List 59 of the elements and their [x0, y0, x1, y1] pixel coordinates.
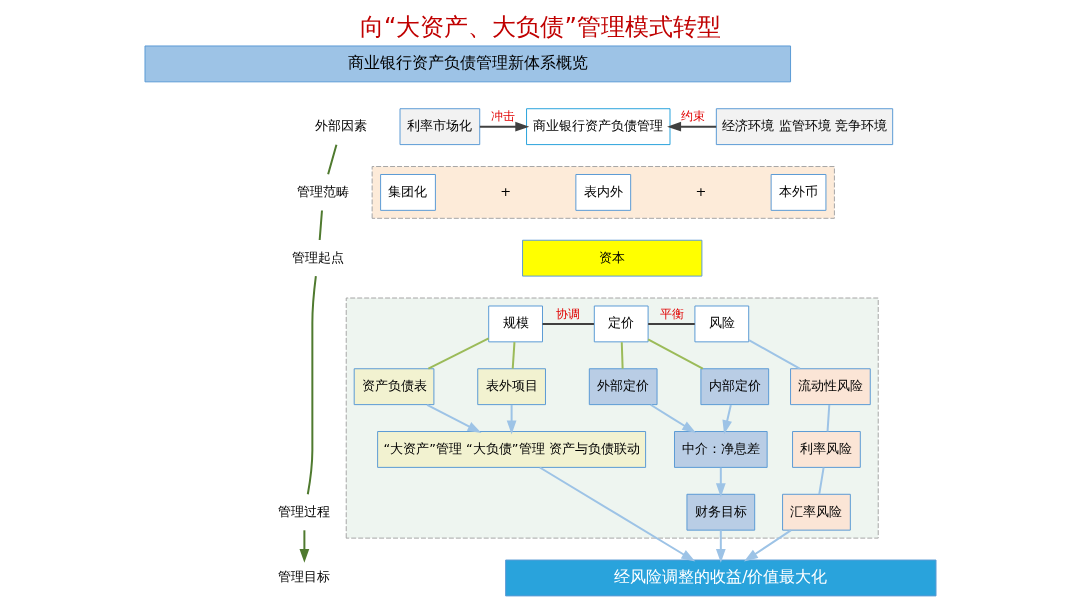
node-box: 风险 — [693, 305, 749, 343]
arrow — [666, 121, 717, 132]
node-box: 资产负债表 — [353, 368, 434, 406]
connector — [511, 341, 515, 370]
arrow — [506, 403, 516, 435]
node-box: 汇率风险 — [781, 493, 851, 531]
node-box: 商业银行资产负债管理新体系概览 — [144, 45, 791, 83]
arrow — [743, 529, 792, 562]
node-box: 经风险调整的收益/价值最大化 — [504, 559, 936, 597]
node-box: 经济环境 监管环境 竞争环境 — [715, 108, 893, 146]
node-box: 内部定价 — [699, 368, 769, 406]
cluster — [371, 166, 835, 219]
node-box: 定价 — [593, 305, 649, 343]
arrow — [538, 466, 695, 562]
node-box: 表外项目 — [476, 368, 546, 406]
arrow — [299, 529, 309, 563]
node-box: 规模 — [487, 305, 543, 343]
connector — [326, 143, 337, 176]
edge-label: 平衡 — [659, 306, 684, 321]
node-box: 利率风险 — [791, 431, 861, 468]
node-box: 商业银行资产负债管理 — [525, 108, 670, 146]
node-box: “大资产”管理 “大负债”管理 资产与负债联动 — [376, 431, 646, 468]
node-text: 管理过程 — [277, 503, 330, 519]
connector — [826, 403, 830, 433]
connector — [306, 275, 317, 496]
arrow — [478, 121, 529, 132]
node-box: 财务目标 — [685, 493, 755, 531]
connector — [646, 338, 704, 370]
node-box: 外部定价 — [588, 368, 658, 406]
node-box: 集团化 — [379, 174, 436, 211]
arrow — [649, 403, 696, 434]
node-box: 中介：净息差 — [673, 431, 768, 468]
node-text: 管理起点 — [291, 249, 344, 265]
node-text: 管理目标 — [277, 569, 330, 585]
edge-label: 冲击 — [490, 109, 515, 124]
node-box: 流动性风险 — [789, 368, 871, 406]
arrow — [721, 403, 732, 435]
connector — [747, 339, 801, 370]
label: + — [694, 183, 706, 199]
connector — [426, 337, 490, 370]
node-box: 资本 — [521, 239, 702, 277]
label: + — [499, 183, 511, 199]
node-box: 本外币 — [770, 174, 826, 211]
cluster — [345, 297, 879, 539]
connector — [817, 466, 825, 496]
arrow — [715, 466, 726, 498]
connector — [541, 322, 595, 325]
arrow — [715, 529, 726, 563]
diagram-title: 向“大资产、大负债”管理模式转型 — [359, 13, 721, 42]
edge-label: 协调 — [555, 306, 580, 321]
node-box: 表内外 — [574, 174, 631, 211]
node-text: 外部因素 — [314, 118, 367, 134]
arrow — [425, 403, 481, 433]
edge-label: 约束 — [680, 109, 705, 124]
node-text: 管理范畴 — [296, 183, 349, 199]
connector — [646, 322, 696, 325]
connector — [318, 209, 323, 242]
connector — [620, 341, 624, 370]
node-box: 利率市场化 — [399, 108, 480, 146]
